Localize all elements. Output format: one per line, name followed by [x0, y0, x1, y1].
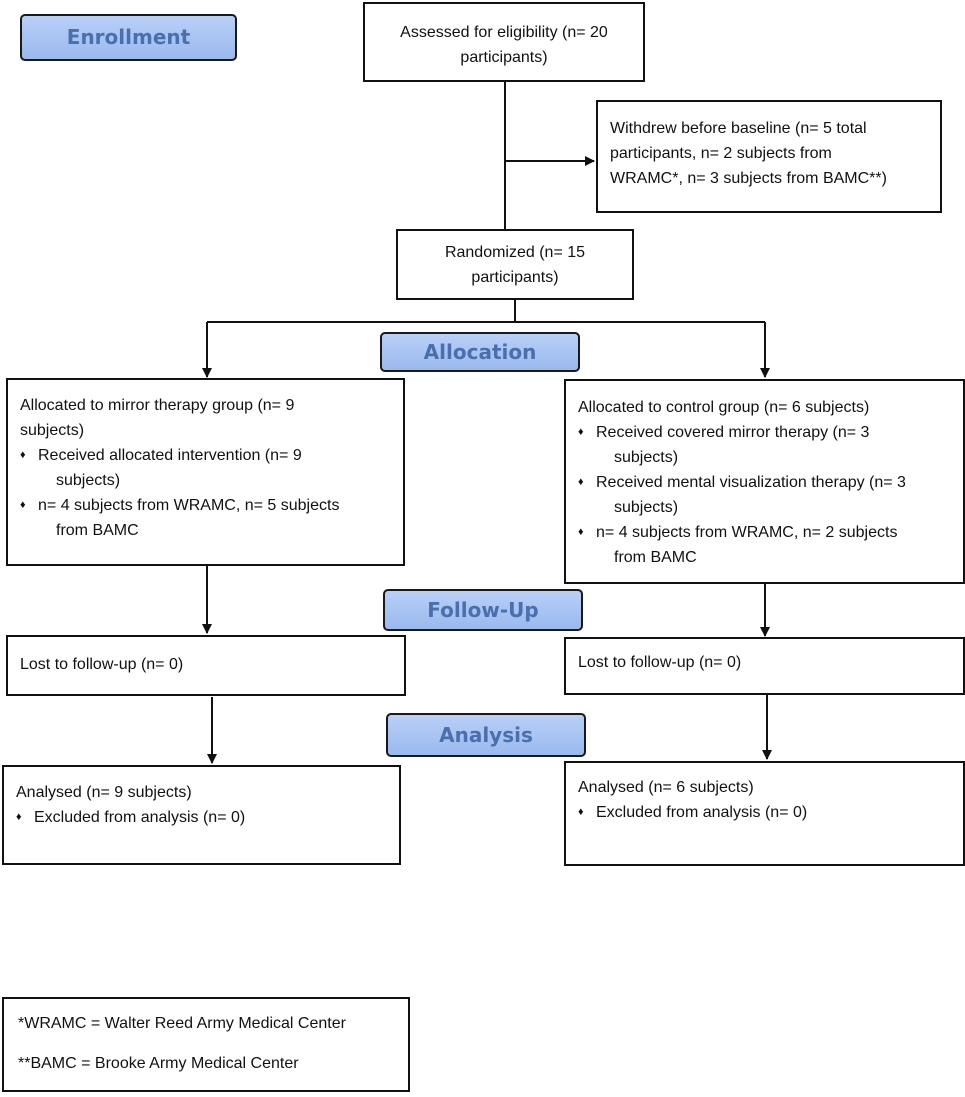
mirror-title-2: subjects)	[20, 422, 85, 439]
analysed-left-title: Analysed (n= 9 subjects)	[16, 784, 192, 801]
analysed-left-bullet-text: Excluded from analysis (n= 0)	[34, 809, 246, 826]
analysed-right-bullet-text: Excluded from analysis (n= 0)	[596, 804, 808, 821]
analysed-right-box: Analysed (n= 6 subjects) ♦ Excluded from…	[564, 761, 965, 866]
assessed-line-1: Assessed for eligibility (n= 20	[400, 24, 608, 41]
withdrew-line-2: participants, n= 2 subjects from	[610, 145, 832, 162]
mirror-title-1: Allocated to mirror therapy group (n= 9	[20, 397, 295, 414]
assessed-line-2: participants)	[460, 49, 548, 66]
lost-followup-left-box: Lost to follow-up (n= 0)	[6, 635, 406, 696]
stage-followup: Follow-Up	[383, 589, 583, 631]
mirror-bullet-1-line-1: Received allocated intervention (n= 9	[38, 447, 302, 464]
control-title-1: Allocated to control group (n= 6 subject…	[578, 399, 870, 416]
control-bullet-3-line-1: n= 4 subjects from WRAMC, n= 2 subjects	[596, 524, 898, 541]
mirror-group-box: Allocated to mirror therapy group (n= 9 …	[6, 378, 405, 566]
bullet-diamond-icon: ♦	[20, 449, 26, 461]
stage-allocation: Allocation	[380, 332, 580, 372]
control-group-box: Allocated to control group (n= 6 subject…	[564, 379, 965, 584]
randomized-line-2: participants)	[471, 269, 559, 286]
control-bullet-2-line-2: subjects)	[614, 499, 679, 516]
analysed-right-title: Analysed (n= 6 subjects)	[578, 779, 754, 796]
bullet-diamond-icon: ♦	[578, 806, 584, 818]
control-bullet-1-line-2: subjects)	[614, 449, 679, 466]
control-bullet-2-line-1: Received mental visualization therapy (n…	[596, 474, 906, 491]
analysed-right-bullet: ♦ Excluded from analysis (n= 0)	[578, 800, 951, 825]
bullet-diamond-icon: ♦	[16, 811, 22, 823]
mirror-bullet-1-line-2: subjects)	[56, 472, 121, 489]
lost-followup-right-box: Lost to follow-up (n= 0)	[564, 637, 965, 695]
assessed-box: Assessed for eligibility (n= 20 particip…	[363, 2, 645, 82]
control-bullet-1-line-1: Received covered mirror therapy (n= 3	[596, 424, 870, 441]
bullet-diamond-icon: ♦	[578, 426, 584, 438]
control-bullet-3-line-2: from BAMC	[614, 549, 697, 566]
control-bullet-2: ♦ Received mental visualization therapy …	[578, 470, 951, 520]
bullet-diamond-icon: ♦	[578, 476, 584, 488]
lost-followup-left-text: Lost to follow-up (n= 0)	[20, 656, 184, 673]
stage-analysis: Analysis	[386, 713, 586, 757]
footnote-line-2: **BAMC = Brooke Army Medical Center	[18, 1055, 299, 1072]
mirror-bullet-2: ♦ n= 4 subjects from WRAMC, n= 5 subject…	[20, 493, 391, 543]
control-bullet-1: ♦ Received covered mirror therapy (n= 3 …	[578, 420, 951, 470]
mirror-bullet-2-line-1: n= 4 subjects from WRAMC, n= 5 subjects	[38, 497, 340, 514]
withdrew-line-1: Withdrew before baseline (n= 5 total	[610, 120, 867, 137]
control-bullet-3: ♦ n= 4 subjects from WRAMC, n= 2 subject…	[578, 520, 951, 570]
mirror-bullet-2-line-2: from BAMC	[56, 522, 139, 539]
footnote-line-1: *WRAMC = Walter Reed Army Medical Center	[18, 1015, 346, 1032]
analysed-left-bullet: ♦ Excluded from analysis (n= 0)	[16, 805, 387, 830]
randomized-box: Randomized (n= 15 participants)	[396, 229, 634, 300]
analysed-left-box: Analysed (n= 9 subjects) ♦ Excluded from…	[2, 765, 401, 865]
randomized-line-1: Randomized (n= 15	[444, 244, 586, 261]
bullet-diamond-icon: ♦	[578, 526, 584, 538]
footnote-box: *WRAMC = Walter Reed Army Medical Center…	[2, 997, 410, 1092]
withdrew-box: Withdrew before baseline (n= 5 total par…	[596, 100, 942, 213]
withdrew-line-3: WRAMC*, n= 3 subjects from BAMC**)	[610, 170, 887, 187]
stage-enrollment: Enrollment	[20, 14, 237, 61]
lost-followup-right-text: Lost to follow-up (n= 0)	[578, 654, 742, 671]
bullet-diamond-icon: ♦	[20, 499, 26, 511]
mirror-bullet-1: ♦ Received allocated intervention (n= 9 …	[20, 443, 391, 493]
